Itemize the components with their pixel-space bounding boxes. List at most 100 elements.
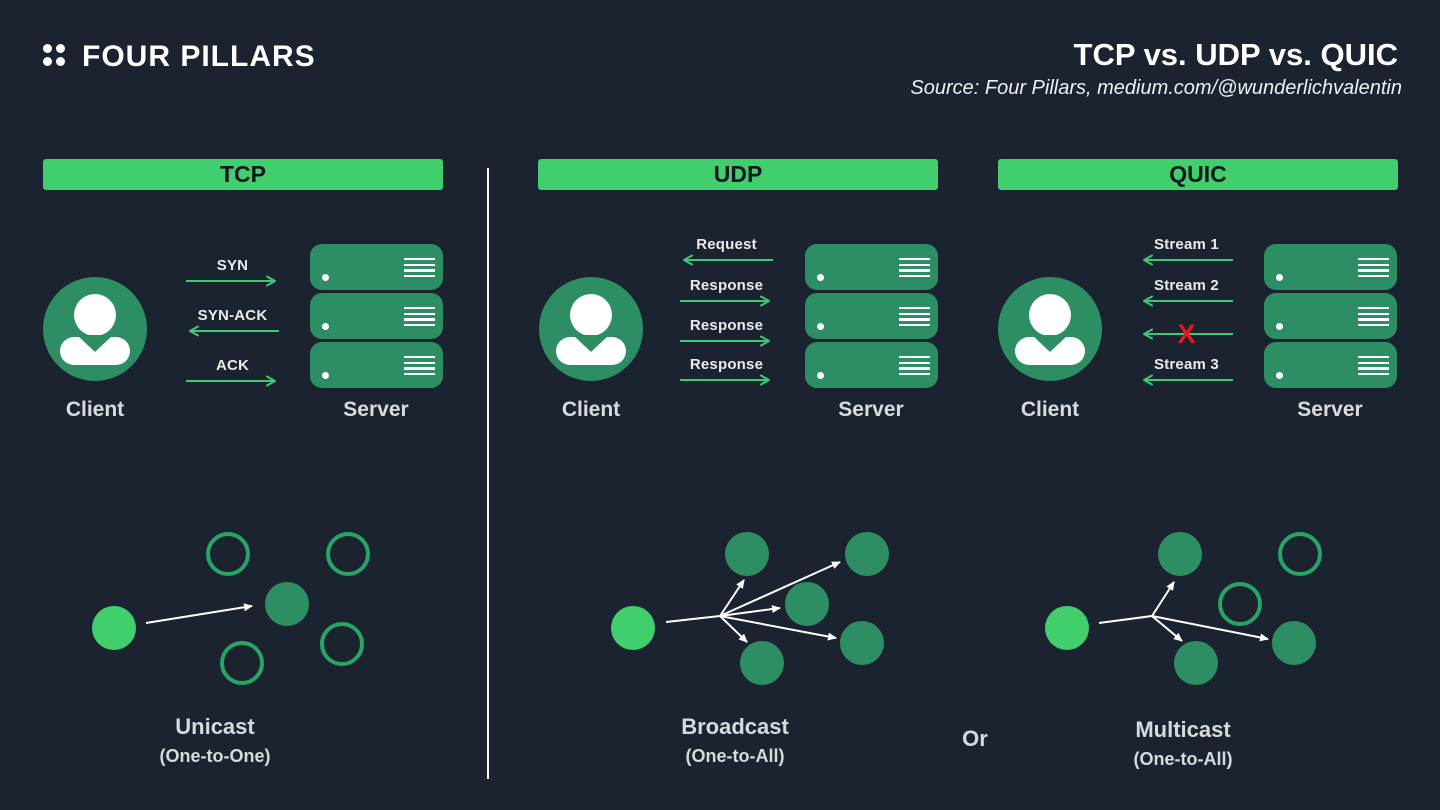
- server-led-dot: [817, 323, 824, 330]
- udp-header-bar: UDP: [538, 159, 938, 190]
- server-vents-icon: [1358, 356, 1389, 376]
- server-vents-icon: [1358, 307, 1389, 327]
- quic-client-avatar: [998, 277, 1102, 381]
- tcp-client-label: Client: [65, 398, 125, 421]
- broadcast-arrow: [719, 615, 837, 641]
- quic-arrow-stream-3: Stream 3: [1140, 356, 1233, 386]
- idle-node: [320, 622, 364, 666]
- server-vents-icon: [899, 356, 930, 376]
- idle-node: [206, 532, 250, 576]
- broadcast-title: Broadcast: [681, 714, 789, 739]
- udp-arrow-response-2: Response: [680, 317, 773, 347]
- udp-arrow-response-1: Response: [680, 277, 773, 307]
- client-avatar-icon: [539, 277, 643, 381]
- server-icon: [1264, 293, 1397, 339]
- server-led-dot: [1276, 372, 1283, 379]
- multicast-arrow: [1151, 615, 1269, 642]
- broadcast-arrow: [719, 561, 841, 617]
- tcp-header-label: TCP: [220, 161, 266, 187]
- multicast-diagram: [1045, 532, 1322, 685]
- multicast-arrow: [1151, 615, 1183, 642]
- arrow-label: Stream 1: [1154, 236, 1219, 253]
- right-arrow-icon: [680, 335, 770, 347]
- client-avatar-icon: [998, 277, 1102, 381]
- udp-arrow-request: Request: [680, 236, 773, 266]
- server-icon: [310, 244, 443, 290]
- four-pillars-logo-icon: [43, 44, 65, 66]
- receiver-node: [1272, 621, 1316, 665]
- unicast-title: Unicast: [175, 714, 255, 739]
- unicast-subtitle: (One-to-One): [159, 746, 271, 766]
- tcp-server-label: Server: [343, 398, 409, 421]
- broadcast-arrow: [719, 579, 745, 617]
- unicast-arrow: [145, 603, 253, 624]
- udp-client-label: Client: [561, 398, 621, 421]
- multicast-subtitle: (One-to-All): [1133, 749, 1233, 769]
- tcp-client-avatar: [43, 277, 147, 381]
- multicast-arrow: [1151, 581, 1175, 617]
- idle-node: [1218, 582, 1262, 626]
- arrow-label: Response: [689, 317, 764, 334]
- unicast-diagram: [92, 532, 370, 685]
- quic-header-label: QUIC: [1169, 161, 1227, 187]
- receiver-node: [740, 641, 784, 685]
- server-vents-icon: [404, 356, 435, 376]
- left-arrow-icon: [1143, 374, 1233, 386]
- receiver-node: [725, 532, 769, 576]
- right-arrow-icon: [680, 374, 770, 386]
- left-arrow-icon: [1143, 328, 1233, 340]
- page-title: TCP vs. UDP vs. QUIC: [1073, 37, 1398, 72]
- server-icon: [310, 293, 443, 339]
- udp-server-stack: [805, 244, 938, 388]
- multicast-title: Multicast: [1135, 717, 1231, 742]
- server-led-dot: [817, 372, 824, 379]
- right-arrow-icon: [680, 295, 770, 307]
- idle-node: [1278, 532, 1322, 576]
- sender-node: [92, 606, 136, 650]
- arrow-label: SYN: [216, 257, 249, 274]
- server-icon: [310, 342, 443, 388]
- vertical-divider: [487, 168, 489, 779]
- multicast-trunk: [1098, 615, 1153, 624]
- idle-node: [220, 641, 264, 685]
- receiver-node: [840, 621, 884, 665]
- arrow-label: Response: [689, 356, 764, 373]
- source-attribution: Source: Four Pillars, medium.com/@wunder…: [910, 77, 1402, 99]
- brand-name: FOUR PILLARS: [82, 40, 316, 73]
- or-label: Or: [962, 726, 988, 751]
- tcp-arrow-synack: SYN-ACK: [186, 307, 279, 337]
- broadcast-trunk: [665, 615, 721, 623]
- server-vents-icon: [404, 307, 435, 327]
- receiver-node: [265, 582, 309, 626]
- sender-node: [611, 606, 655, 650]
- receiver-node: [785, 582, 829, 626]
- broadcast-arrow: [719, 605, 781, 617]
- sender-node: [1045, 606, 1089, 650]
- tcp-header-bar: TCP: [43, 159, 443, 190]
- unicast-caption: Unicast (One-to-One): [85, 714, 345, 767]
- packet-loss-x-icon: X: [1177, 319, 1196, 349]
- quic-server-stack: [1264, 244, 1397, 388]
- server-led-dot: [1276, 323, 1283, 330]
- right-arrow-icon: [186, 375, 276, 387]
- broadcast-diagram: [611, 532, 889, 685]
- udp-server-label: Server: [838, 398, 904, 421]
- server-led-dot: [322, 274, 329, 281]
- server-vents-icon: [1358, 258, 1389, 278]
- arrow-label: ACK: [215, 357, 250, 374]
- server-icon: [805, 293, 938, 339]
- client-avatar-icon: [43, 277, 147, 381]
- right-arrow-icon: [186, 275, 276, 287]
- broadcast-subtitle: (One-to-All): [685, 746, 785, 766]
- arrow-label: Stream 2: [1154, 277, 1219, 294]
- udp-header-label: UDP: [713, 161, 763, 187]
- broadcast-caption: Broadcast (One-to-All): [605, 714, 865, 767]
- quic-arrow-stream-1: Stream 1: [1140, 236, 1233, 266]
- tcp-arrow-ack: ACK: [186, 357, 279, 387]
- arrow-label: Request: [696, 236, 757, 253]
- server-led-dot: [817, 274, 824, 281]
- server-icon: [805, 342, 938, 388]
- arrow-label: Response: [689, 277, 764, 294]
- udp-arrow-response-3: Response: [680, 356, 773, 386]
- broadcast-arrow: [719, 615, 748, 643]
